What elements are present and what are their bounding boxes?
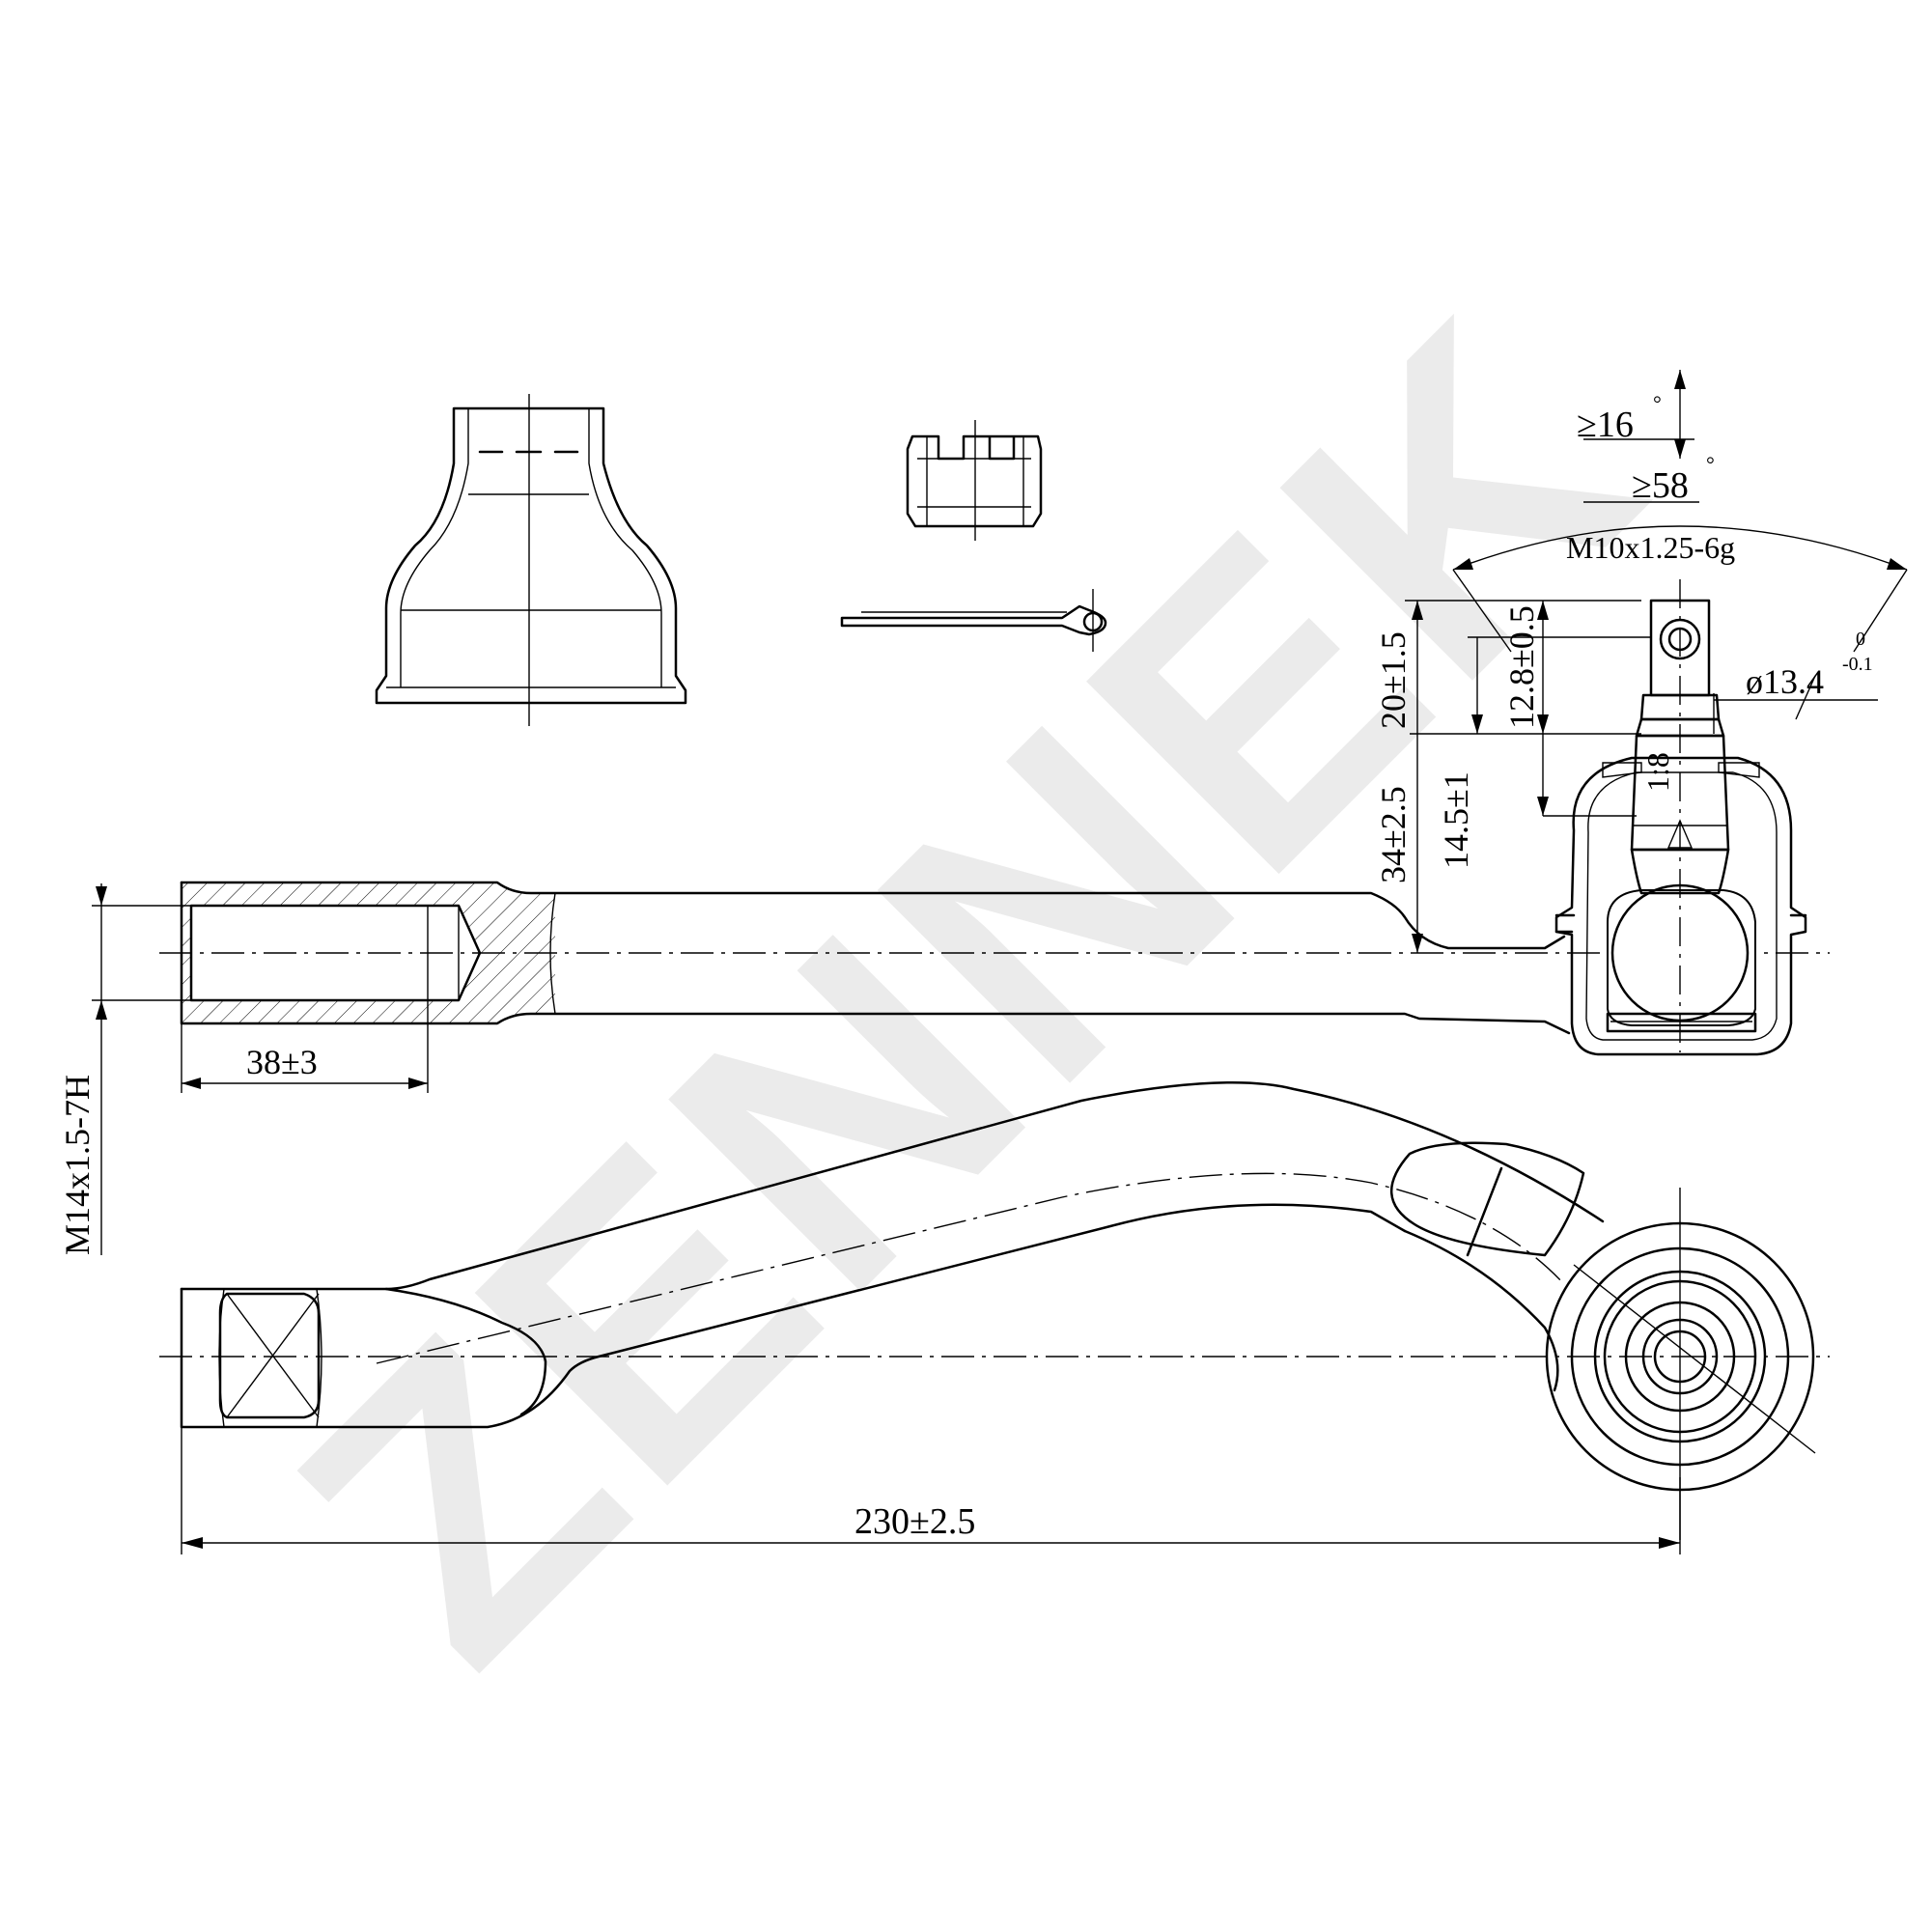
height-12-8-label: 12.8±0.5 [1502, 605, 1541, 729]
height-14-5-label: 14.5±1 [1437, 771, 1475, 869]
angle-16-degree: ° [1653, 391, 1662, 415]
tie-rod-side-view [159, 1081, 1830, 1540]
cotter-pin [840, 589, 1107, 652]
dimension-labels: ≥16 ° ≥58 ° M10x1.25-6g ø13.4 0 -0.1 34±… [58, 391, 1873, 1542]
taper-tolerance-upper: 0 [1856, 629, 1865, 650]
stud-thread-label: M10x1.25-6g [1566, 530, 1735, 565]
angle-58-label: ≥58 [1632, 465, 1689, 506]
height-34-label: 34±2.5 [1374, 786, 1413, 883]
ball-joint-housing [1554, 756, 1807, 1056]
tie-rod-section-view [159, 881, 1830, 1035]
angle-58-degree: ° [1706, 452, 1715, 476]
inner-thread-label: M14x1.5-7H [58, 1075, 97, 1255]
ball-stud [1602, 579, 1760, 1052]
dust-boot [375, 394, 687, 726]
taper-tolerance-lower: -0.1 [1842, 654, 1873, 675]
dimension-lines [92, 370, 1908, 1554]
thread-depth-label: 38±3 [246, 1043, 318, 1081]
overall-length-label: 230±2.5 [854, 1501, 975, 1542]
castle-nut [906, 420, 1043, 541]
angle-16-label: ≥16 [1577, 405, 1634, 445]
height-20-label: 20±1.5 [1374, 631, 1413, 729]
taper-ratio-label: 1:8 [1640, 752, 1675, 792]
taper-diameter-label: ø13.4 [1746, 662, 1824, 701]
